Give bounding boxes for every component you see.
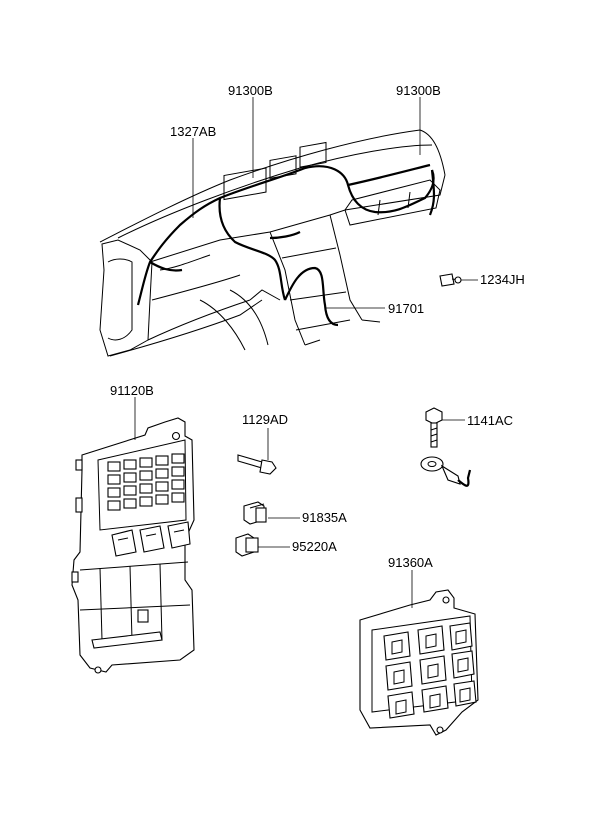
label-1234jh: 1234JH [480,272,525,287]
screw-small-icon [439,273,478,287]
part-labels: 91300B 91300B 1327AB 1234JH 91701 91120B… [110,83,525,570]
label-1327ab: 1327AB [170,124,216,139]
relay-a-icon [243,501,300,525]
ground-bolt-icon [425,407,465,448]
ring-terminal-icon [420,456,472,487]
junction-box-illustration [71,397,195,674]
label-91120b: 91120B [110,383,154,398]
label-1129ad: 1129AD [242,412,288,427]
label-95220a: 95220A [292,539,337,554]
label-91360a: 91360A [388,555,433,570]
relay-sockets [383,622,477,719]
label-91300b-left: 91300B [228,83,273,98]
bolt-icon [237,428,277,475]
label-91835a: 91835A [302,510,347,525]
dashboard-illustration [99,129,446,357]
fuse-grid [107,453,185,511]
dashboard-leaders [192,97,421,309]
relay-b-icon [235,533,290,557]
label-91300b-right: 91300B [396,83,441,98]
label-91701: 91701 [388,301,424,316]
relay-box-illustration [359,570,479,736]
label-1141ac: 1141AC [467,413,513,428]
